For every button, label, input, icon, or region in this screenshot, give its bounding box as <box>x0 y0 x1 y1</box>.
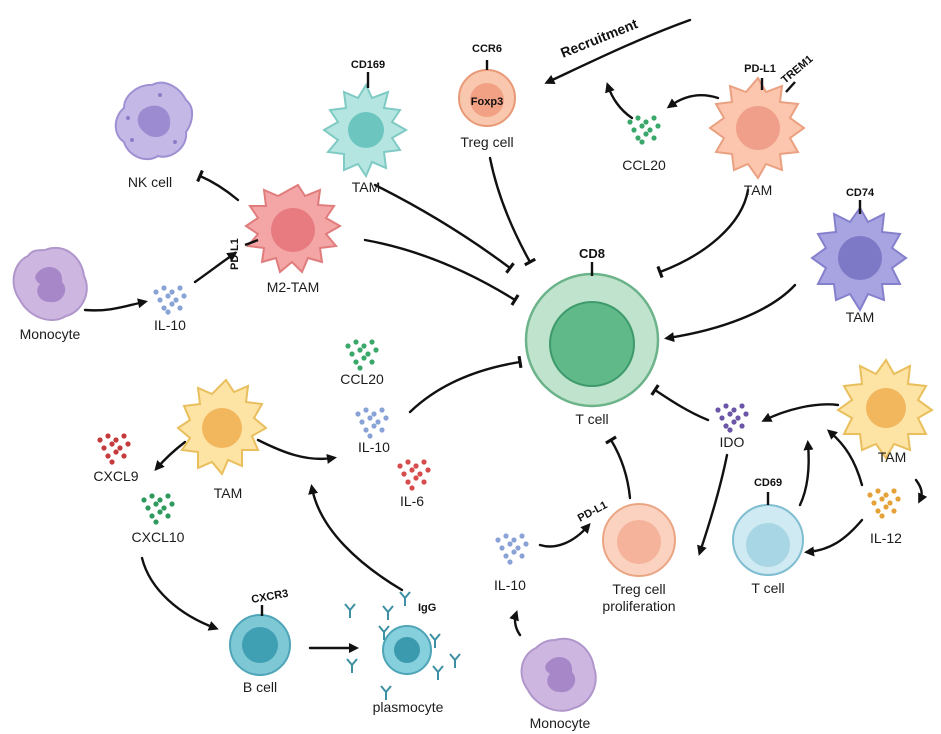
label-ido: IDO <box>720 434 745 450</box>
label-il10-bottom: IL-10 <box>494 577 526 593</box>
dots-il6 <box>397 459 431 491</box>
label-il6: IL-6 <box>400 493 424 509</box>
arrow-il10bottom-to-pdl1 <box>538 522 591 548</box>
arrow-plasmocyte-to-il10mid <box>308 484 404 592</box>
label-treg-prolif-2: proliferation <box>602 598 675 614</box>
label-trem1: TREM1 <box>779 53 815 86</box>
label-tam-right: TAM <box>846 309 875 325</box>
label-treg-prolif-1: Treg cell <box>612 581 665 597</box>
dots-il10-mid <box>355 407 389 439</box>
inhibit-il10mid-tcell <box>408 355 523 414</box>
label-cd69: CD69 <box>754 477 782 489</box>
t-cell-cd69 <box>732 492 804 576</box>
inhibit-m2tam-tcell <box>363 238 520 306</box>
arrow-tam-to-il12 <box>914 478 928 504</box>
inhibit-treg-tcell-bottom <box>605 435 632 500</box>
arrow-monocyte-to-il10bottom <box>509 610 522 637</box>
label-igg: IgG <box>418 602 436 614</box>
label-il10-left: IL-10 <box>154 317 186 333</box>
dots-ccl20-top <box>627 115 661 145</box>
dots-il12 <box>867 488 901 519</box>
tam-yellow-right <box>836 358 934 460</box>
label-plasmocyte: plasmocyte <box>373 699 444 715</box>
arrow-il12-up <box>826 429 864 487</box>
label-cxcl10: CXCL10 <box>132 529 185 545</box>
label-cxcr3: CXCR3 <box>250 588 289 606</box>
arrow-monocyte-to-il10 <box>83 298 148 312</box>
label-t-cell-right: T cell <box>751 580 784 596</box>
nk-cell <box>114 81 193 161</box>
arrows <box>83 18 928 654</box>
arrow-il10-to-m2tam <box>193 251 238 284</box>
dots-cxcl10 <box>141 493 175 525</box>
treg-proliferation-cell <box>602 503 676 577</box>
tam-cd169 <box>322 72 409 179</box>
inhibit-treg-tcell <box>488 156 537 267</box>
label-tam-bottom-right: TAM <box>878 449 907 465</box>
label-ccl20-mid: CCL20 <box>340 371 384 387</box>
dots-il10-bottom <box>495 533 529 565</box>
arrow-tcell-cd69-up <box>798 439 814 507</box>
arrow-tam-to-il10mid <box>256 438 337 464</box>
label-treg-cell: Treg cell <box>460 134 513 150</box>
label-pdl1-right: PD-L1 <box>744 63 776 75</box>
label-pdl1-left: PD-L1 <box>229 238 241 270</box>
dots-il10-left <box>153 285 187 315</box>
label-pdl1-bottom: PD-L1 <box>576 499 610 525</box>
label-tam-top-right: TAM <box>744 182 773 198</box>
inhibit-m2tam-nkcell <box>196 169 240 202</box>
label-t-cell-center: T cell <box>575 411 608 427</box>
arrow-cxcl10-to-bcell <box>140 556 219 631</box>
monocyte-bottom <box>520 637 597 712</box>
label-foxp3: Foxp3 <box>471 96 503 108</box>
b-cell <box>229 605 291 676</box>
dots-cxcl9 <box>97 433 131 465</box>
label-ccr6: CCR6 <box>472 43 502 55</box>
label-recruitment: Recruitment <box>558 15 640 61</box>
arrow-recruitment <box>544 18 692 85</box>
arrow-ccl20-up <box>605 82 634 120</box>
tam-cd74 <box>810 200 908 313</box>
label-cd74: CD74 <box>846 187 875 199</box>
label-m2-tam: M2-TAM <box>267 279 320 295</box>
label-b-cell: B cell <box>243 679 277 695</box>
label-tam-top: TAM <box>352 179 381 195</box>
arrow-tam-cd74-to-tcell <box>664 283 797 343</box>
label-il12: IL-12 <box>870 530 902 546</box>
label-monocyte-left: Monocyte <box>20 326 81 342</box>
label-tam-left: TAM <box>214 485 243 501</box>
arrow-tam-to-ido <box>761 403 840 422</box>
label-cxcl9: CXCL9 <box>93 468 138 484</box>
inhibit-ido-tcell <box>650 384 710 422</box>
label-il10-mid: IL-10 <box>358 439 390 455</box>
label-monocyte-bottom: Monocyte <box>530 715 591 731</box>
treg-cell-top <box>458 60 516 127</box>
arrow-tam-to-ccl20 <box>666 94 720 109</box>
tam-yellow-left <box>176 378 268 476</box>
label-cd169: CD169 <box>351 59 385 71</box>
inhibit-tam-cd169-tcell <box>373 183 515 274</box>
plasmocyte <box>344 591 461 700</box>
dots-ido <box>715 403 749 433</box>
label-cd8: CD8 <box>579 246 605 261</box>
monocyte-left <box>12 247 88 321</box>
tam-trem1 <box>708 76 806 180</box>
label-nk-cell: NK cell <box>128 174 172 190</box>
dots-ccl20-mid <box>345 339 379 371</box>
m2-tam <box>244 183 343 274</box>
t-cell-center <box>524 262 660 408</box>
inhibit-tam-trem1-tcell <box>656 188 750 279</box>
label-ccl20-top: CCL20 <box>622 157 666 173</box>
arrow-ido-to-treg <box>697 453 729 556</box>
arrow-tam-to-cxcl9 <box>154 440 187 472</box>
arrow-il12-to-tcell <box>803 518 864 557</box>
